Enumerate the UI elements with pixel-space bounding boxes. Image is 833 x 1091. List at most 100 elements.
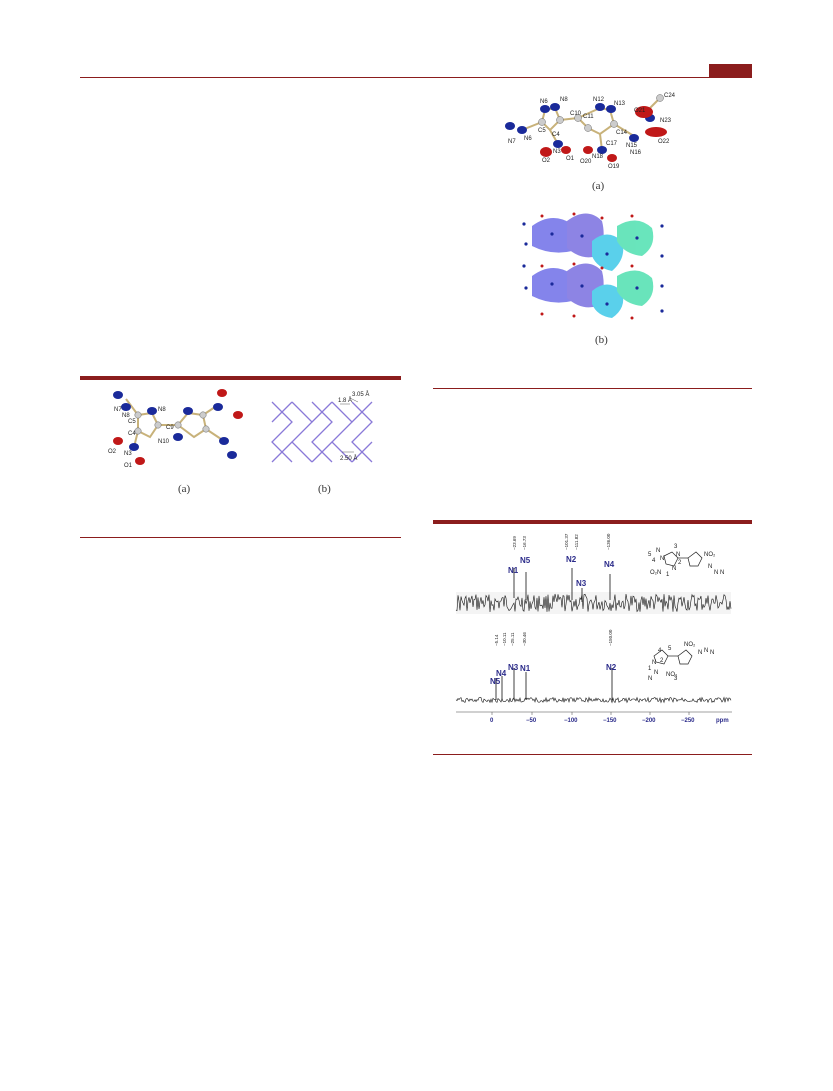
top-spectrum: [455, 568, 732, 614]
figure-a-letter: (a): [592, 180, 605, 192]
atom-label: O19: [608, 164, 620, 170]
struct-label: O₂N: [650, 570, 661, 576]
x-tick-label: −250: [681, 718, 695, 724]
left-figure-bottom-rule: [80, 537, 401, 538]
atom-label: N7: [114, 407, 122, 413]
peak-value: −10.11: [502, 632, 507, 646]
atom-label: N8: [158, 407, 166, 413]
peak-label: N3: [576, 579, 587, 588]
figure-rule: [433, 388, 752, 389]
x-tick-label: −100: [564, 718, 578, 724]
struct-label: NO₂: [666, 672, 678, 678]
x-tick-label: 0: [490, 718, 494, 724]
struct-label: N: [704, 648, 708, 654]
atom-label: C11: [583, 114, 594, 120]
x-tick-label: −50: [526, 718, 537, 724]
x-tick-label: −200: [642, 718, 656, 724]
atom-label: O22: [658, 139, 670, 145]
crystal-structure-left-a: N7 N8 N8 C9 C5 C4 O2 N3 N10 O1: [108, 389, 243, 469]
struct-label: 3: [674, 544, 678, 550]
x-tick-label: −150: [603, 718, 617, 724]
struct-label: 4: [658, 648, 662, 654]
struct-label: NO₂: [684, 642, 696, 648]
atom-label: N15: [626, 143, 638, 149]
atom-label: C10: [570, 111, 582, 117]
peak-value: −111.82: [574, 534, 579, 550]
struct-label: N: [672, 566, 676, 572]
figure-b-letter: (b): [595, 334, 608, 346]
atom-label: C9: [166, 425, 174, 431]
peak-value: −16.73: [522, 536, 527, 550]
struct-label: 2: [660, 658, 664, 664]
atom-label: N6: [540, 99, 548, 105]
left-figure-b-letter: (b): [318, 483, 331, 495]
struct-label: 3: [674, 676, 678, 682]
struct-label: N: [654, 670, 658, 676]
peak-value: −25.11: [510, 632, 515, 646]
struct-label: N: [710, 650, 714, 656]
figure-bottom-rule: [433, 754, 752, 755]
atom-label: N10: [158, 439, 170, 445]
atom-label: N7: [508, 139, 516, 145]
struct-label: N: [676, 552, 680, 558]
struct-label: N: [708, 564, 712, 570]
bottom-structure: [653, 649, 693, 665]
struct-label: 4: [652, 558, 656, 564]
peak-label: N1: [508, 566, 519, 575]
peak-value: −30.46: [522, 632, 527, 646]
atom-label: O21: [634, 108, 646, 114]
struct-label: N: [652, 660, 656, 666]
atom-label: N12: [593, 97, 605, 103]
distance-label: 2.50 Å: [340, 455, 357, 462]
atom-label: N16: [630, 150, 642, 156]
atom-label: C14: [616, 130, 628, 136]
peak-value: −150.00: [608, 629, 613, 646]
atom-label: N6: [524, 136, 532, 142]
atom-label: C17: [606, 141, 618, 147]
struct-label: N: [698, 650, 702, 656]
atom-label: N18: [592, 154, 604, 160]
atom-label: O2: [542, 158, 551, 164]
struct-label: N: [660, 556, 664, 562]
struct-label: 5: [668, 646, 672, 652]
peak-value: −136.00: [606, 533, 611, 550]
peak-value: −5.14: [494, 634, 499, 646]
crystal-structure-a: N6 N8 N12 N13 C24 C10 C11 O21 N23 C5 C4 …: [505, 93, 676, 170]
peak-label: N2: [606, 663, 617, 672]
peak-value: −23.69: [512, 536, 517, 550]
peak-label: N5: [520, 556, 531, 565]
struct-label: 1: [648, 666, 652, 672]
peak-value: −101.37: [564, 533, 569, 550]
atom-o-group: [540, 106, 667, 162]
atom-label: C24: [664, 93, 676, 99]
packing-diagram-left-b: 1.8 Å 3.05 Å 2.50 Å: [271, 391, 373, 463]
struct-label: 2: [678, 560, 682, 566]
atom-label: N23: [660, 118, 672, 124]
atom-label: C4: [128, 431, 136, 437]
peak-label: N5: [490, 677, 501, 686]
struct-label: N: [648, 676, 652, 682]
struct-label: 1: [666, 572, 670, 578]
atom-label: O1: [124, 463, 133, 469]
figure-top-rule: [433, 520, 752, 524]
nmr-spectra: N1 N5 N2 N3 N4 −23.69 −16.73 −101.37 −11…: [455, 533, 732, 724]
header-rule: [80, 77, 752, 78]
atom-label: O20: [580, 159, 592, 165]
struct-label: N: [656, 548, 660, 554]
atom-label: N8: [560, 97, 568, 103]
peak-label: N2: [566, 555, 577, 564]
atom-n-group: [505, 103, 655, 154]
bottom-spectrum: [455, 668, 732, 704]
struct-label: N: [714, 570, 718, 576]
peak-label: N4: [496, 669, 507, 678]
atom-label: N13: [614, 101, 626, 107]
atom-label: N3: [124, 451, 132, 457]
struct-label: 5: [648, 552, 652, 558]
struct-label: NO₂: [704, 552, 716, 558]
atom-label: C4: [552, 132, 560, 138]
peak-label: N4: [604, 560, 615, 569]
atom-label: N3: [553, 149, 561, 155]
struct-label: N: [720, 570, 724, 576]
peak-label: N3: [508, 663, 519, 672]
left-figure-top-rule: [80, 376, 401, 380]
